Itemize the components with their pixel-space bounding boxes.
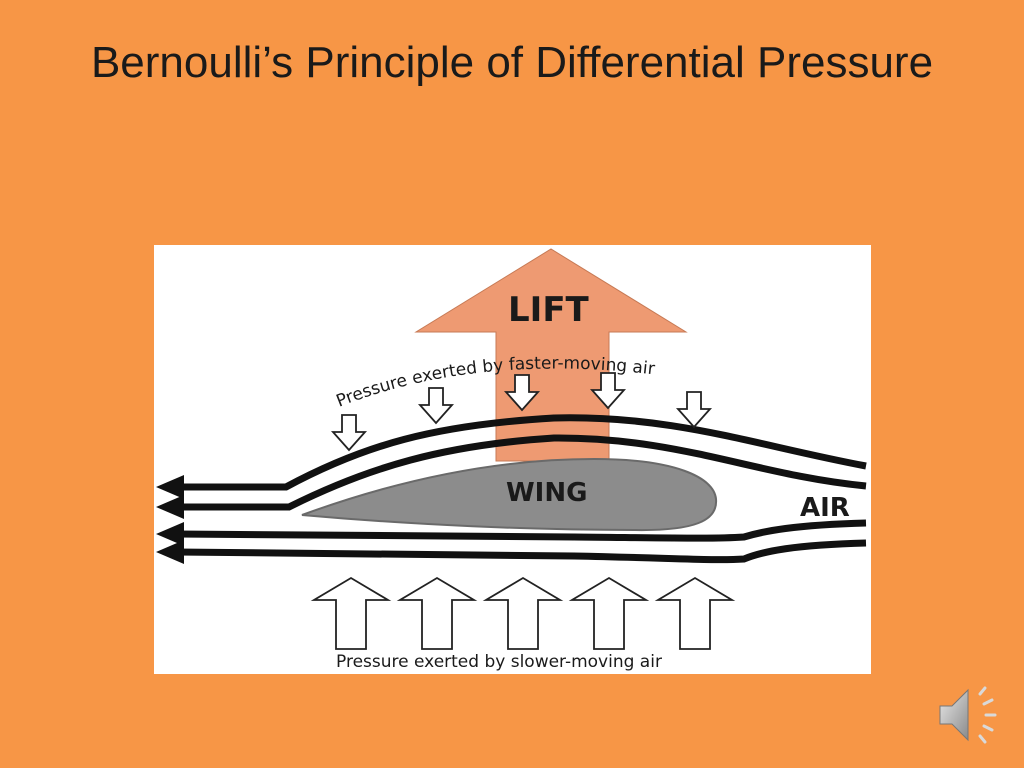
up-arrow-4 — [568, 576, 650, 650]
speaker-icon[interactable] — [932, 680, 1008, 750]
down-arrow-3 — [503, 374, 541, 412]
up-arrow-3 — [482, 576, 564, 650]
down-pressure-arrows — [330, 372, 713, 452]
up-pressure-arrows — [310, 576, 736, 650]
down-arrow-1 — [330, 414, 368, 452]
up-arrow-5 — [654, 576, 736, 650]
airflow-lines-bottom — [175, 519, 867, 564]
air-label: AIR — [800, 493, 850, 523]
up-arrow-1 — [310, 576, 392, 650]
down-arrow-5 — [675, 391, 713, 429]
lift-label: LIFT — [508, 290, 590, 330]
down-arrow-4 — [589, 372, 627, 410]
up-arrow-2 — [396, 576, 478, 650]
down-arrow-2 — [417, 387, 455, 425]
lift-diagram: LIFT WING AIR Pressure exerted by faster… — [154, 245, 871, 674]
slide-title: Bernoulli’s Principle of Differential Pr… — [90, 38, 934, 87]
airflow-arrowheads — [156, 475, 184, 564]
airflow-lines-top — [176, 414, 867, 511]
wing-label: WING — [506, 478, 587, 508]
bottom-pressure-label: Pressure exerted by slower-moving air — [336, 652, 662, 672]
wing-shape — [301, 457, 718, 532]
